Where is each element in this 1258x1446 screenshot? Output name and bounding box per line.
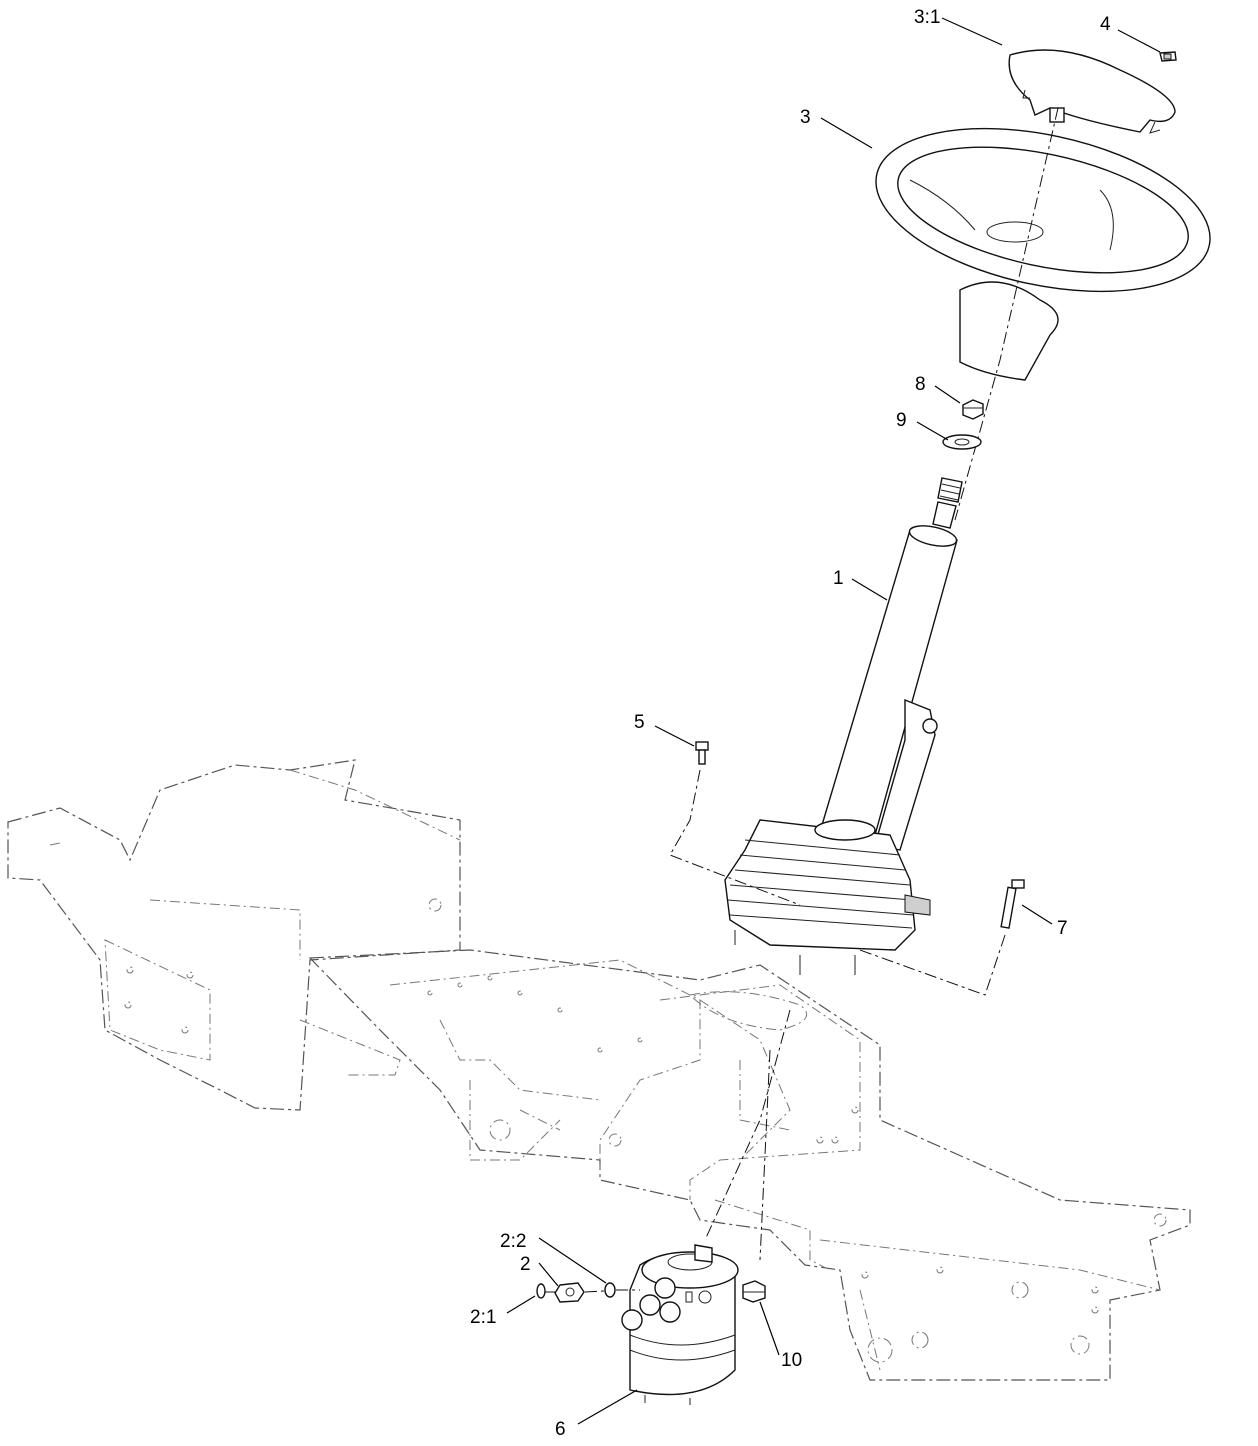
phantom-frame [7,759,1191,1381]
steering-wheel-cap [1008,49,1176,134]
callout-4: 4 [1100,14,1111,35]
bolt-right [1000,879,1025,929]
callout-2-1: 2:1 [470,1307,496,1328]
frame-main-beam [308,949,1191,1381]
callout-9: 9 [896,410,907,431]
callout-10: 10 [781,1350,802,1371]
steering-wheel [875,127,1211,381]
flange-nut [742,1280,766,1303]
bolt-left [695,741,709,765]
o-ring-inner [604,1282,616,1298]
callout-6: 6 [555,1419,566,1440]
callout-2-2: 2:2 [500,1231,526,1252]
hydraulic-fitting [554,1282,585,1303]
callout-1: 1 [833,568,844,589]
steering-valve-motor [621,1244,739,1405]
callout-labels: 3:1 4 3 8 9 1 5 7 2:2 2 2:1 10 6 [470,7,1111,1440]
steering-column [821,477,963,851]
callout-3: 3 [800,107,811,128]
callout-8: 8 [915,374,926,395]
column-bellows-mount [724,819,931,975]
o-ring-outer [536,1283,546,1299]
callout-7: 7 [1057,918,1068,939]
emblem-part [1159,51,1177,62]
washer [942,434,982,450]
callout-2: 2 [520,1254,531,1275]
nut [962,399,984,420]
frame-left-bracket [7,759,461,1111]
leader-lines [506,17,1161,1425]
callout-5: 5 [634,712,645,733]
callout-3-1: 3:1 [914,7,940,28]
